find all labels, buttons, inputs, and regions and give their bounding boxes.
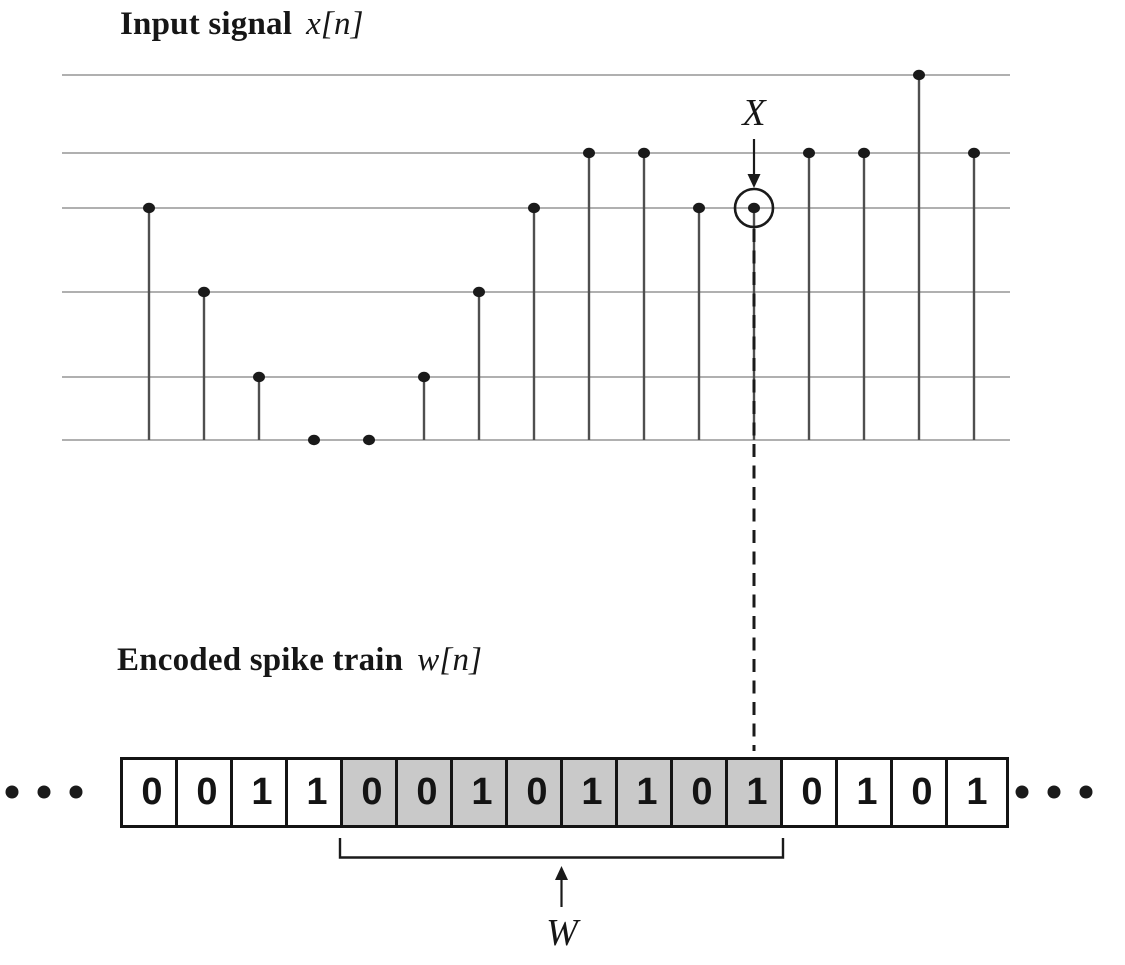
sample-dot [858,147,870,159]
window-label: W [546,912,578,954]
input-signal-title-math: x[n] [306,6,364,42]
bit-cell-0: 0 [120,757,184,828]
bit-cell-10: 0 [670,757,734,828]
window-bracket [338,838,785,859]
bit-cell-3: 1 [285,757,349,828]
sample-dot [638,147,650,159]
sample-dot [363,434,375,446]
sample-dot [528,202,540,214]
sample-dot [253,371,265,383]
ellipsis-left-icon [5,785,83,799]
sample-dot [748,202,760,214]
sample-dot [803,147,815,159]
ellipsis-right-icon [1015,785,1093,799]
highlight-sample-label: X [742,92,766,134]
sample-dot [693,202,705,214]
sample-dot [198,286,210,298]
sample-dot [913,69,925,81]
sample-dot [473,286,485,298]
input-signal-title: Input signal x[n] [120,6,364,44]
bit-cell-11: 1 [725,757,789,828]
sample-dot [308,434,320,446]
bit-cell-12: 0 [780,757,844,828]
spike-train-title: Encoded spike train w[n] [117,642,482,680]
highlight-circle [733,187,775,229]
bit-cell-4: 0 [340,757,404,828]
sample-dot [143,202,155,214]
bit-cell-13: 1 [835,757,899,828]
bit-cell-6: 1 [450,757,514,828]
spike-train-title-text: Encoded spike train [117,642,404,678]
bit-cell-2: 1 [230,757,294,828]
bit-cell-15: 1 [945,757,1009,828]
quantization-gridlines [62,74,1010,441]
bit-cell-8: 1 [560,757,624,828]
stem-samples [143,69,980,446]
sample-dot [418,371,430,383]
up-arrowhead-icon [555,866,568,880]
bit-cell-9: 1 [615,757,679,828]
down-arrowhead-icon [747,174,761,188]
input-signal-title-text: Input signal [120,6,293,42]
sample-dot [968,147,980,159]
spike-train-title-math: w[n] [417,642,483,678]
bit-cell-1: 0 [175,757,239,828]
sample-dot [583,147,595,159]
